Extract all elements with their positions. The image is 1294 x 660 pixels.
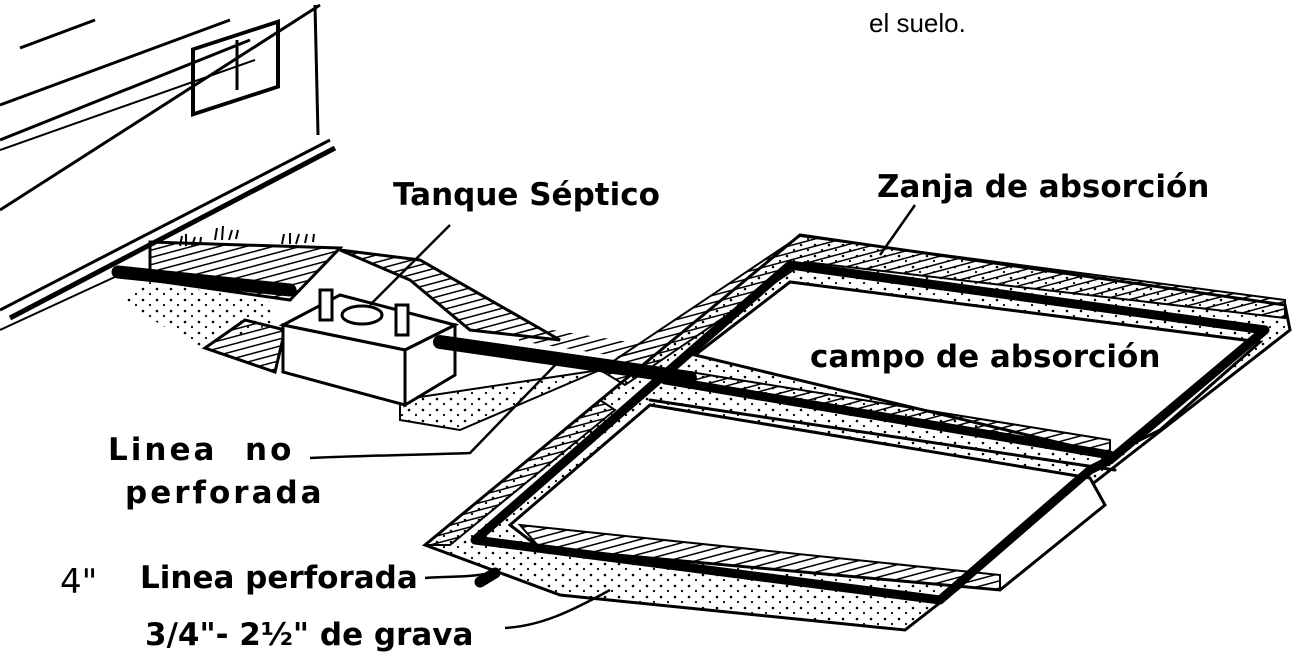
label-non-perforated-line-3: perforada bbox=[125, 475, 325, 511]
leader-perforated bbox=[424, 570, 496, 580]
leader-gravel bbox=[504, 588, 611, 630]
label-non-perforated-line-2: no bbox=[245, 432, 295, 468]
label-pipe-size: 4" bbox=[60, 562, 98, 602]
absorption-field-plots bbox=[507, 280, 1264, 592]
leader-septic-tank bbox=[369, 224, 451, 306]
label-non-perforated-line-1: Linea bbox=[108, 432, 218, 468]
label-septic-tank: Tanque Séptico bbox=[393, 177, 660, 213]
label-absorption-trench: Zanja de absorción bbox=[877, 169, 1210, 205]
leader-lines bbox=[309, 204, 917, 630]
label-gravel: 3/4"- 2½" de grava bbox=[145, 617, 474, 653]
house-window bbox=[191, 19, 280, 117]
caption-fragment: el suelo. bbox=[869, 8, 966, 38]
house bbox=[0, 3, 337, 331]
septic-tank bbox=[278, 288, 460, 408]
label-absorption-field: campo de absorción bbox=[810, 339, 1161, 375]
leader-non-perforated bbox=[309, 359, 561, 460]
label-perforated-line: Linea perforada bbox=[140, 560, 418, 596]
perforated-pipe bbox=[470, 260, 1270, 605]
grass bbox=[179, 225, 315, 247]
leader-absorption-trench bbox=[878, 204, 917, 256]
